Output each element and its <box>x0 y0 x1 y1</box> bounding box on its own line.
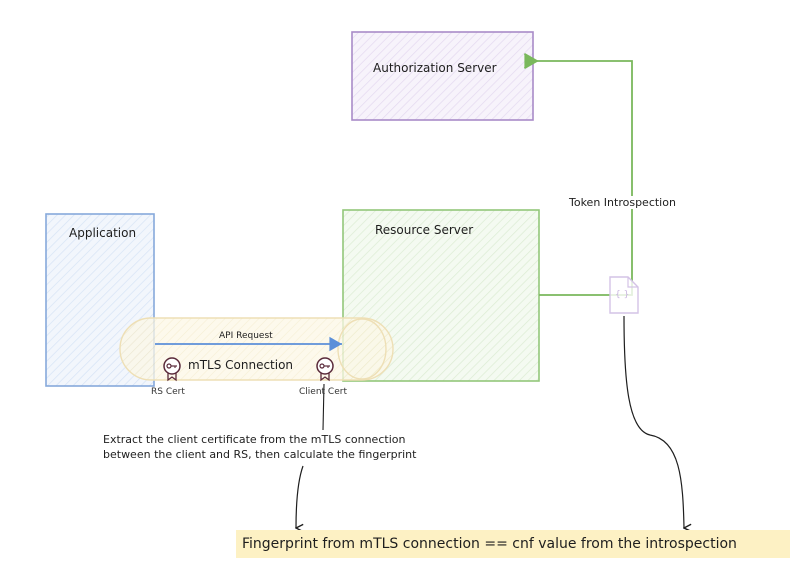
token-introspection-label: Token Introspection <box>566 196 679 209</box>
authorization-server-box[interactable] <box>351 31 534 121</box>
annotation-text: Extract the client certificate from the … <box>103 432 416 462</box>
rs-cert-icon <box>163 357 181 382</box>
client-cert-connector <box>322 383 325 431</box>
rs-cert-label: RS Cert <box>151 387 185 397</box>
application-label: Application <box>69 226 137 240</box>
json-file-icon <box>609 276 639 314</box>
cnf-value-arrow[interactable] <box>623 315 684 528</box>
json-glyph: { } <box>615 290 630 300</box>
annotation-line-1: Extract the client certificate from the … <box>103 433 406 446</box>
annotation-line-2: between the client and RS, then calculat… <box>103 448 417 461</box>
client-cert-icon <box>316 357 334 382</box>
resource-server-label: Resource Server <box>375 223 474 237</box>
result-banner: Fingerprint from mTLS connection == cnf … <box>236 530 790 558</box>
api-request-label: API Request <box>219 331 273 341</box>
client-cert-label: Client Cert <box>299 387 347 397</box>
token-introspection-arrow[interactable] <box>523 53 633 296</box>
mtls-connection-label: mTLS Connection <box>188 358 294 372</box>
fingerprint-arrow[interactable] <box>296 465 304 528</box>
authorization-server-label: Authorization Server <box>373 61 497 75</box>
